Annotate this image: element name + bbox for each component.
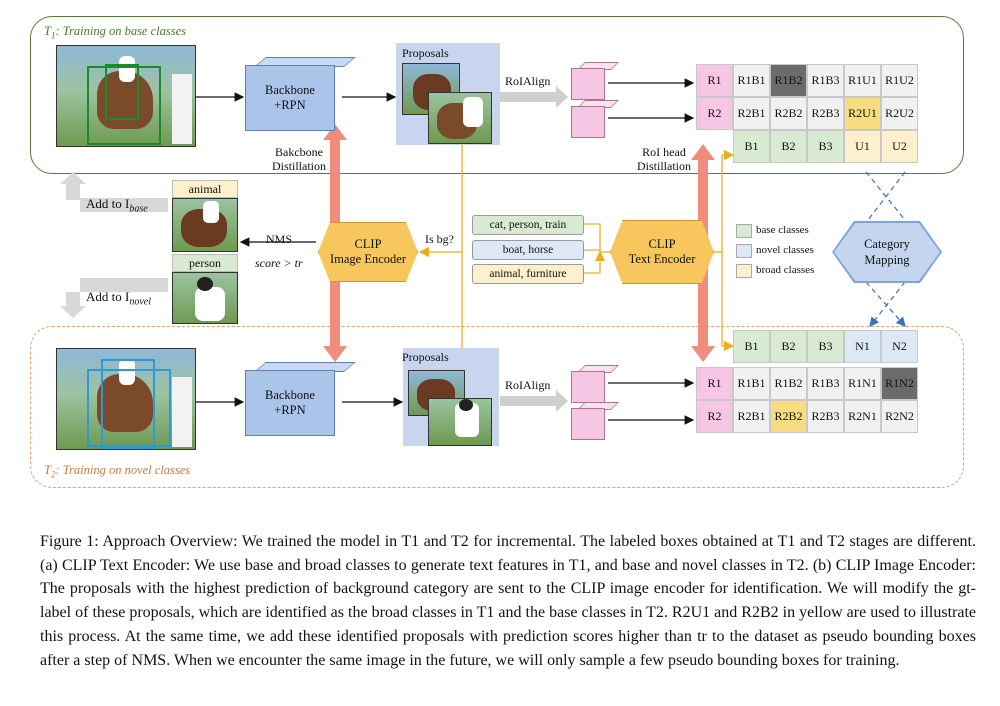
text-pill-novel: boat, horse bbox=[472, 240, 584, 260]
add-to-base-label: Add to Ibase bbox=[86, 196, 148, 215]
matrix-cell: R2B2 bbox=[770, 97, 807, 130]
roi-feature2b bbox=[571, 408, 605, 440]
class-header-cell: U2 bbox=[881, 130, 918, 163]
stage1-input-image bbox=[56, 45, 196, 147]
class-header-cell: B3 bbox=[807, 130, 844, 163]
tag-animal: animal bbox=[172, 180, 238, 198]
matrix-cell: R1B1 bbox=[733, 64, 770, 97]
roi-row-label: R2 bbox=[696, 97, 733, 130]
matrix-cell: R1B1 bbox=[733, 367, 770, 400]
add-to-novel-label: Add to Inovel bbox=[86, 289, 151, 308]
class-header-cell: N1 bbox=[844, 330, 881, 363]
legend-swatch-base bbox=[736, 224, 752, 238]
text-pill-broad: animal, furniture bbox=[472, 264, 584, 284]
stage2-frame bbox=[30, 326, 964, 488]
figure-caption: Figure 1: Approach Overview: We trained … bbox=[40, 533, 976, 669]
matrix-cell: R2B3 bbox=[807, 97, 844, 130]
class-header-cell: U1 bbox=[844, 130, 881, 163]
is-bg-label: Is bg? bbox=[425, 232, 454, 246]
stage1-frame bbox=[30, 16, 964, 174]
backbone2-box: Backbone+RPN bbox=[245, 370, 335, 436]
class-header-cell: B2 bbox=[770, 330, 807, 363]
nms-label: NMS bbox=[266, 232, 293, 246]
matrix-cell: R1U2 bbox=[881, 64, 918, 97]
proposal2b-image bbox=[428, 398, 492, 446]
roi-feature1b bbox=[571, 106, 605, 138]
roialign1-label: RoIAlign bbox=[505, 74, 551, 88]
legend-swatch-broad bbox=[736, 264, 752, 278]
tag-person: person bbox=[172, 254, 238, 272]
legend-novel-label: novel classes bbox=[756, 244, 814, 256]
matrix-cell: R2B1 bbox=[733, 97, 770, 130]
stage2-title: T2: Training on novel classes bbox=[44, 463, 191, 480]
matrix-cell: R2B2 bbox=[770, 400, 807, 433]
class-header-cell: B1 bbox=[733, 130, 770, 163]
class-header-cell: N2 bbox=[881, 330, 918, 363]
proposals2-label: Proposals bbox=[402, 350, 449, 364]
matrix-cell: R1B3 bbox=[807, 64, 844, 97]
matrix-cell: R1B2 bbox=[770, 64, 807, 97]
matrix-cell: R2N1 bbox=[844, 400, 881, 433]
matrix-cell: R2B3 bbox=[807, 400, 844, 433]
class-header-cell: B3 bbox=[807, 330, 844, 363]
pseudo-person-image bbox=[172, 272, 238, 324]
matrix-cell: R1N1 bbox=[844, 367, 881, 400]
pseudo-animal-image bbox=[172, 198, 238, 252]
approach-figure: T1: Training on base classes T2: Trainin… bbox=[30, 16, 964, 488]
backbone1-box: Backbone+RPN bbox=[245, 65, 335, 131]
legend-base-label: base classes bbox=[756, 224, 809, 236]
matrix-cell: R1U1 bbox=[844, 64, 881, 97]
roi-row-label: R2 bbox=[696, 400, 733, 433]
roi-row-label: R1 bbox=[696, 64, 733, 97]
matrix-cell: R1B3 bbox=[807, 367, 844, 400]
matrix-cell: R1B2 bbox=[770, 367, 807, 400]
legend-swatch-novel bbox=[736, 244, 752, 258]
proposals1-label: Proposals bbox=[402, 46, 449, 60]
matrix-cell: R2N2 bbox=[881, 400, 918, 433]
legend-broad-label: broad classes bbox=[756, 264, 815, 276]
stage2-input-image bbox=[56, 348, 196, 450]
roi-row-label: R1 bbox=[696, 367, 733, 400]
class-header-cell: B1 bbox=[733, 330, 770, 363]
matrix-cell: R2U2 bbox=[881, 97, 918, 130]
proposal1b-image bbox=[428, 92, 492, 144]
roialign2-label: RoIAlign bbox=[505, 378, 551, 392]
matrix-cell: R2B1 bbox=[733, 400, 770, 433]
text-pill-base: cat, person, train bbox=[472, 215, 584, 235]
roi-feature1a bbox=[571, 68, 605, 100]
stage1-title: T1: Training on base classes bbox=[44, 24, 187, 41]
roi-feature2a bbox=[571, 371, 605, 403]
score-threshold-label: score > tr bbox=[255, 256, 303, 270]
class-header-cell: B2 bbox=[770, 130, 807, 163]
matrix-cell: R1N2 bbox=[881, 367, 918, 400]
matrix-cell: R2U1 bbox=[844, 97, 881, 130]
